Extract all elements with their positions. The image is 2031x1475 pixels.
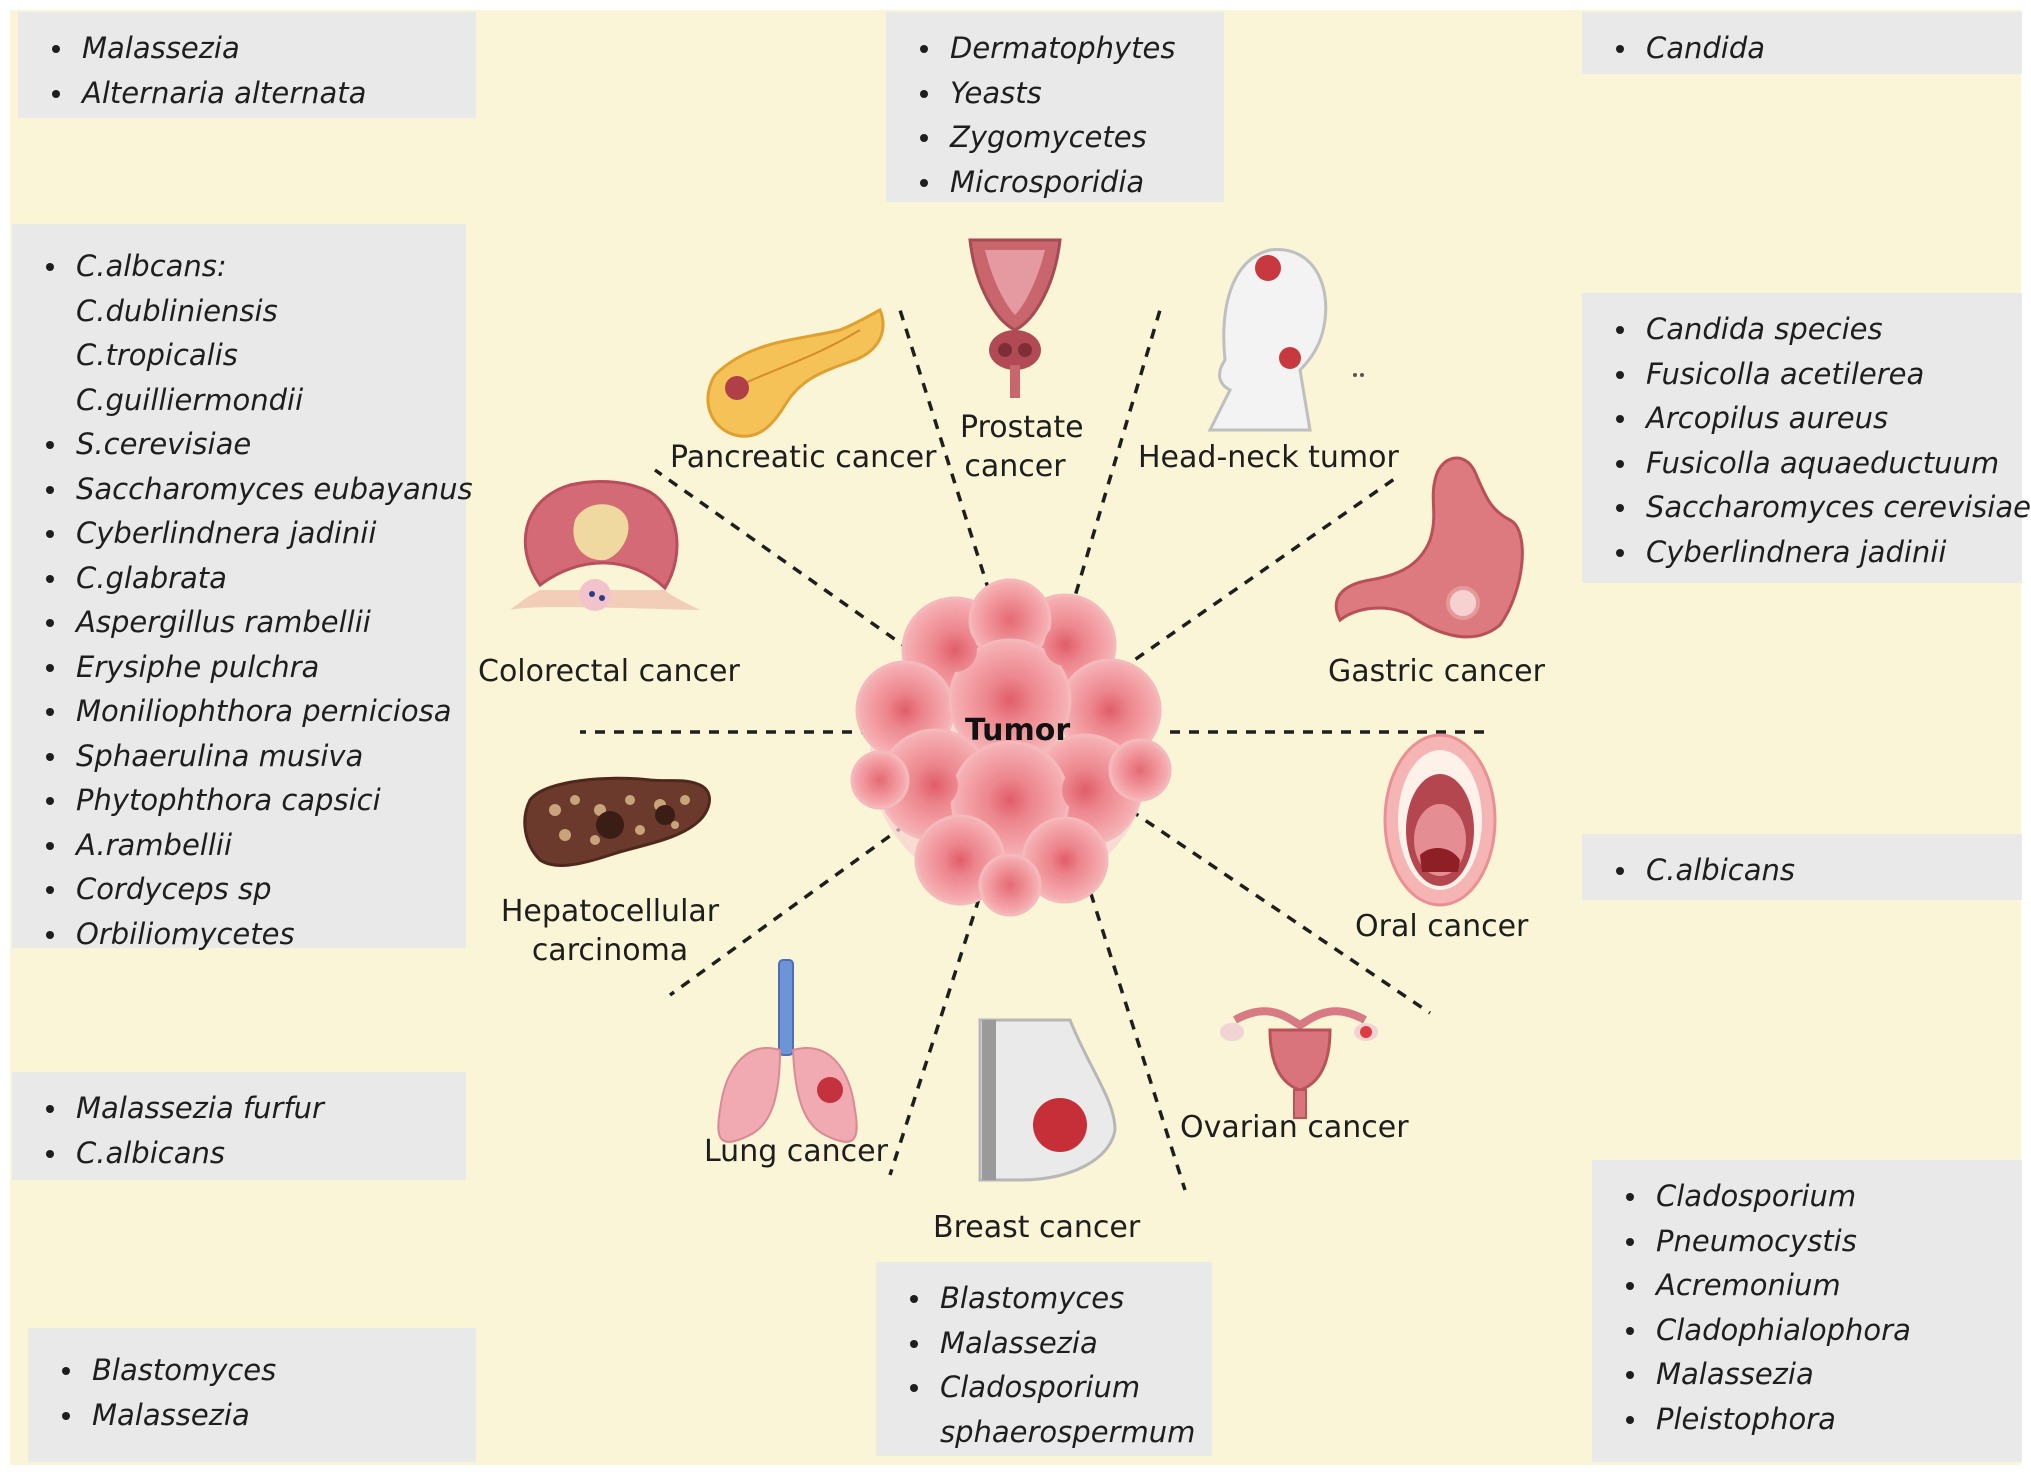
prostate-icon — [968, 238, 1062, 398]
fungi-box-head-neck: Candida — [1582, 12, 2022, 74]
mouth-icon — [1383, 733, 1497, 907]
diagram-artwork — [510, 238, 1524, 1191]
fungus-list-item: Sphaerulina musiva — [40, 734, 454, 779]
label-breast-cancer: Breast cancer — [933, 1210, 1141, 1245]
fungus-list-item: C.glabrata — [40, 556, 454, 601]
label-lung-cancer: Lung cancer — [704, 1134, 888, 1169]
fungus-list-item: S.cerevisiae — [40, 422, 454, 467]
fungus-list-item: Saccharomyces eubayanus — [40, 467, 473, 512]
fungus-list-item: Phytophthora capsici — [40, 778, 454, 823]
divider-line — [898, 309, 997, 611]
label-line: carcinoma — [531, 933, 689, 968]
fungus-list-item: Cladosporium — [1620, 1174, 2010, 1219]
fungus-list-item: Candida — [1610, 26, 2010, 71]
fungus-list-item: Cyberlindnera jadinii — [1610, 530, 2010, 575]
pancreas-icon — [706, 307, 885, 438]
fungi-box-oral: C.albicans — [1582, 834, 2022, 900]
fungus-list-item: C.albcans: — [40, 244, 454, 289]
label-gastric-cancer: Gastric cancer — [1328, 654, 1545, 689]
fungus-list-item: Malassezia furfur — [40, 1086, 454, 1131]
fungus-list-item: Cyberlindnera jadinii — [40, 511, 454, 556]
fungus-list-item: Blastomyces — [904, 1276, 1200, 1321]
fungus-list-item: C.guilliermondii — [76, 382, 304, 417]
fungus-list-item: Yeasts — [914, 71, 1212, 116]
label-line: Hepatocellular — [500, 894, 720, 929]
fungus-list-item: Malassezia — [46, 26, 464, 71]
fungus-list-item: Orbiliomycetes — [40, 912, 454, 957]
label-line: cancer — [964, 449, 1066, 484]
fungus-list-item: Blastomyces — [56, 1348, 464, 1393]
fungus-list-item: Moniliophthora perniciosa — [40, 689, 454, 734]
stomach-icon — [1334, 456, 1524, 639]
divider-line — [1129, 808, 1431, 1015]
fungus-list-item: Cladophialophora — [1620, 1308, 2010, 1353]
uterus-icon — [1220, 1007, 1378, 1119]
fungus-list-item: C.tropicalis — [76, 338, 238, 372]
fungus-list-item: C.albicans — [40, 1131, 454, 1176]
fungus-list-item: Zygomycetes — [914, 115, 1212, 160]
fungus-list-item: Erysiphe pulchra — [40, 645, 454, 690]
fungus-list-item: Saccharomyces cerevisiae — [1610, 485, 2031, 530]
fungus-list-item: Candida species — [1610, 307, 2010, 352]
divider-line — [653, 468, 912, 652]
label-oral-cancer: Oral cancer — [1355, 909, 1529, 944]
label-hepatocellular-carcinoma: Hepatocellular carcinoma — [490, 892, 730, 970]
fungus-list-item: Aspergillus rambellii — [40, 600, 454, 645]
tumor-label: Tumor — [965, 713, 1071, 748]
fungus-list-item: Malassezia — [56, 1393, 464, 1438]
fungus-list-item: Pneumocystis — [1620, 1219, 2010, 1264]
label-ovarian-cancer: Ovarian cancer — [1180, 1110, 1409, 1145]
breast-icon — [978, 1018, 1117, 1182]
tumor-cluster — [850, 578, 1172, 917]
fungus-list-item: Fusicolla aquaeductuum — [1610, 441, 2010, 486]
fungus-list-item: Cladosporium — [904, 1365, 1200, 1410]
head-neck-icon — [1207, 248, 1364, 432]
fungus-list-item: Cordyceps sp — [40, 867, 454, 912]
fungus-list-item: Pleistophora — [1620, 1397, 2010, 1442]
label-line: Prostate — [960, 410, 1084, 445]
liver-icon — [523, 776, 711, 867]
fungus-list-item: Malassezia — [904, 1321, 1200, 1366]
fungus-list-item: Microsporidia — [914, 160, 1212, 205]
label-pancreatic-cancer: Pancreatic cancer — [670, 440, 937, 475]
divider-line — [888, 879, 987, 1176]
divider-line — [1083, 874, 1187, 1191]
fungus-list-item: Arcopilus aureus — [1610, 396, 2010, 441]
radial-dividers — [580, 309, 1485, 1191]
label-head-neck-tumor: Head-neck tumor — [1138, 440, 1399, 475]
label-prostate-cancer: Prostate cancer — [960, 408, 1084, 486]
fungus-list-item: A.rambellii — [40, 823, 454, 868]
colorectal-icon — [510, 480, 700, 611]
fungus-list-item: Alternaria alternata — [46, 71, 464, 116]
fungus-list-item: Malassezia — [1620, 1352, 2010, 1397]
fungus-list-item: C.albicans — [1610, 848, 2010, 893]
label-colorectal-cancer: Colorectal cancer — [478, 654, 740, 689]
divider-line — [1118, 473, 1402, 672]
fungus-list-item: Acremonium — [1620, 1263, 2010, 1308]
lungs-icon — [717, 959, 858, 1143]
fungus-list-item: Fusicolla acetilerea — [1610, 352, 2010, 397]
fungus-list-item: C.dubliniensis — [76, 293, 278, 328]
fungus-list-item: Dermatophytes — [914, 26, 1212, 71]
fungus-list-item: sphaerospermum — [940, 1414, 1196, 1449]
